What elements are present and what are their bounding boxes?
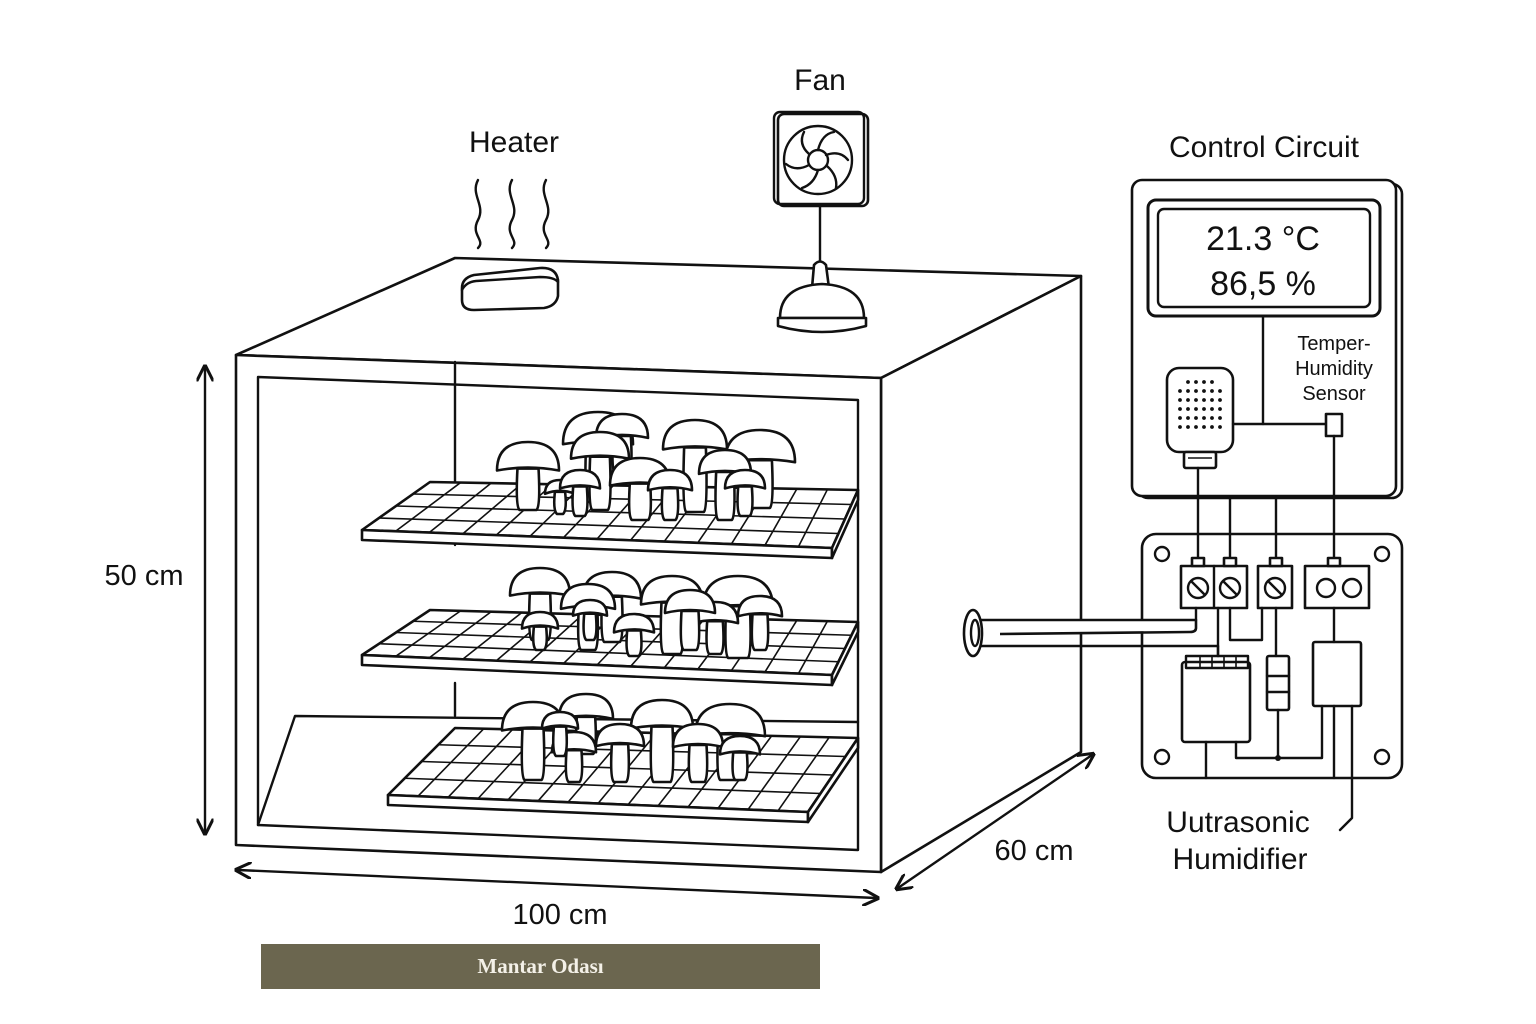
- shelf-grid-line: [378, 642, 839, 663]
- terminal-block-left: [1179, 556, 1249, 610]
- lcd-display: [1156, 207, 1372, 309]
- mushroom: [661, 418, 729, 514]
- mushroom: [663, 588, 717, 652]
- mushroom: [723, 468, 767, 518]
- terminal-block-right: [1303, 556, 1371, 610]
- mushroom: [629, 698, 695, 784]
- relay-component: [1180, 654, 1252, 744]
- shelf: [386, 692, 860, 824]
- sensor-probe: [1324, 412, 1344, 438]
- temperature-reading: 21.3 °C: [1206, 220, 1320, 258]
- sensor-label-line3: Sensor: [1302, 383, 1366, 405]
- mushroom: [612, 612, 656, 658]
- control-wires: [1196, 434, 1336, 562]
- heat-waves-icon: [474, 178, 550, 250]
- fuse-component: [1265, 654, 1291, 712]
- mushroom: [608, 456, 672, 522]
- mushroom: [671, 722, 725, 784]
- fan: Fan: [772, 64, 870, 334]
- control-circuit: Control Circuit 21.3 °C 86,5 % Temper- H…: [1130, 131, 1404, 500]
- shelf: [360, 566, 860, 687]
- mount-hole: [1153, 748, 1171, 766]
- humidifier-pipe: [962, 606, 1220, 658]
- mushroom: [540, 710, 580, 758]
- humidifier-label-line1: Uutrasonic: [1166, 806, 1309, 839]
- control-circuit-label: Control Circuit: [1169, 131, 1360, 164]
- shelf-grid-line: [404, 777, 821, 795]
- humidifier-driver-module: [1311, 640, 1363, 708]
- mount-hole: [1373, 545, 1391, 563]
- shelf-side-edge: [830, 620, 860, 687]
- height-label: 50 cm: [105, 560, 184, 592]
- shelf-grid-line: [395, 505, 846, 520]
- shelf-side-edge: [830, 488, 860, 560]
- humidity-reading: 86,5 %: [1210, 265, 1316, 303]
- mushroom: [646, 468, 694, 522]
- width-arrow: [238, 870, 876, 898]
- sensor-label-line2: Humidity: [1295, 358, 1373, 380]
- width-label: 100 cm: [512, 899, 607, 931]
- sensor-icon: [1165, 366, 1235, 470]
- heater-unit: [460, 266, 560, 312]
- shelf-grid-line: [378, 517, 839, 535]
- mushroom: [520, 610, 560, 652]
- shelves-group: [360, 410, 860, 824]
- humidifier-label-line2: Humidifier: [1172, 843, 1307, 876]
- fan-base: [776, 260, 868, 334]
- fan-label: Fan: [794, 64, 846, 97]
- mount-hole: [1153, 545, 1171, 563]
- mushroom: [718, 734, 762, 782]
- relay-board: [1140, 434, 1404, 832]
- mushroom: [495, 440, 561, 512]
- mushroom: [736, 594, 784, 652]
- shelf: [360, 410, 860, 560]
- mushroom: [558, 468, 602, 518]
- heater-label: Heater: [469, 126, 559, 159]
- sensor-label-line1: Temper-: [1297, 333, 1370, 355]
- heater: Heater: [460, 126, 560, 312]
- dimensions: 50 cm 100 cm 60 cm: [105, 368, 1092, 931]
- shelf-grid-line: [438, 743, 846, 758]
- mount-hole: [1373, 748, 1391, 766]
- terminal-block-middle: [1256, 556, 1294, 610]
- caption-text: Mantar Odası: [477, 954, 604, 978]
- depth-arrow: [898, 755, 1092, 888]
- shelf-side-edge: [806, 736, 860, 824]
- fan-icon: [772, 110, 870, 208]
- caption-bar: Mantar Odası: [261, 944, 820, 989]
- chamber-window-frame: [256, 375, 860, 852]
- depth-label: 60 cm: [995, 835, 1074, 867]
- mushroom: [594, 722, 646, 784]
- mushroom: [571, 598, 609, 642]
